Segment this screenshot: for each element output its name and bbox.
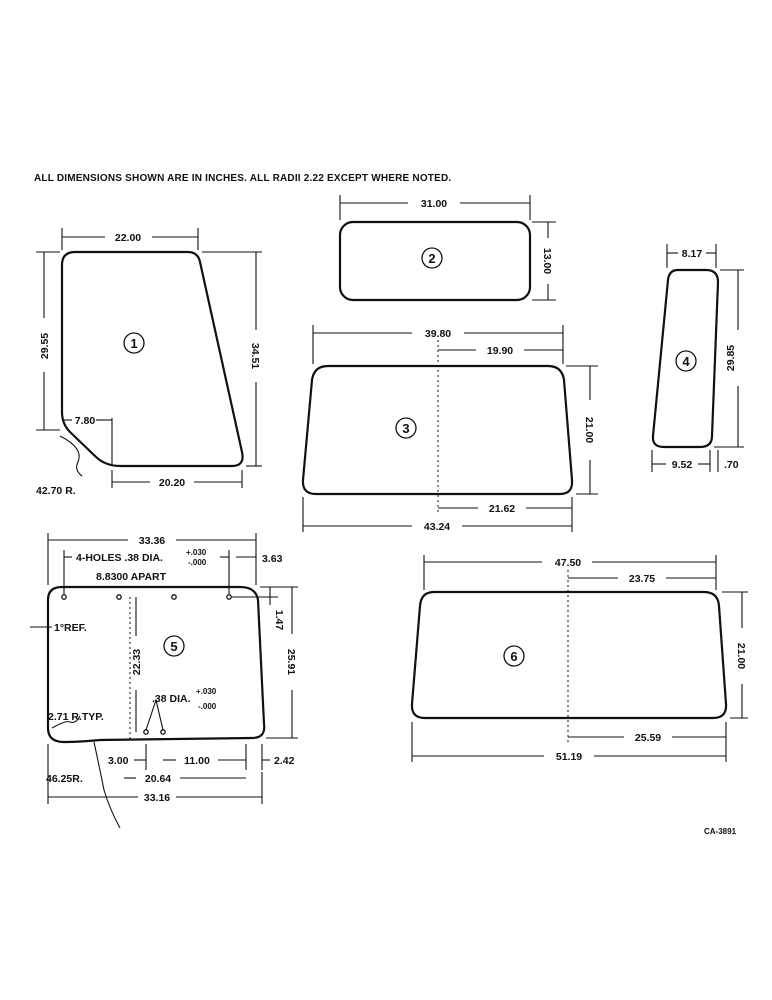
p5-hole-2	[116, 594, 122, 600]
p5-height: 25.91	[285, 649, 297, 675]
p2-width: 31.00	[421, 198, 447, 210]
p1-bottom-width: 20.20	[159, 477, 185, 489]
part-2-outline	[338, 220, 532, 302]
p5-hole2: .38 DIA.	[152, 693, 191, 705]
p5-hole-4	[226, 594, 232, 600]
header-note: ALL DIMENSIONS SHOWN ARE IN INCHES. ALL …	[34, 173, 451, 184]
p1-radius: 42.70 R.	[36, 485, 76, 497]
p5-spacing: 8.8300 APART	[96, 571, 167, 583]
p1-inset: 7.80	[75, 415, 96, 427]
p1-right-height: 34.51	[249, 343, 261, 369]
part-4: 4 8.17 29.85 9.52 .70	[651, 244, 744, 472]
p5-tol-minus: -.000	[188, 558, 207, 567]
part-2-badge	[421, 247, 443, 269]
part-6: 6 47.50 23.75 21.00 25.59 51.19	[410, 555, 748, 763]
p6-half-bottom: 25.59	[635, 732, 661, 744]
p5-holes: 4-HOLES .38 DIA.	[76, 552, 163, 564]
part-5: 5 33.36 4-HOLES .38 DIA. +.030 -.000 3.6…	[30, 533, 298, 829]
p5-radius: 46.25R.	[46, 773, 83, 785]
part-1-outline	[60, 250, 244, 468]
p5-hole-6	[160, 729, 166, 735]
p6-bottom-width: 51.19	[556, 751, 582, 763]
p5-inner-height: 22.33	[131, 649, 143, 675]
part-4-badge	[675, 350, 697, 372]
part-6-badge	[503, 645, 525, 667]
p6-top-width: 47.50	[555, 557, 581, 569]
part-5-badge	[163, 635, 185, 657]
part-3-outline	[301, 364, 574, 496]
part-2-number: 2	[428, 251, 435, 266]
p4-offset: .70	[724, 459, 739, 471]
p5-side-offset: 3.63	[262, 553, 283, 565]
p5-half-bottom: 20.64	[145, 773, 171, 785]
p2-height: 13.00	[541, 248, 553, 274]
p5-hole-x: 3.00	[108, 755, 129, 767]
p6-half-top: 23.75	[629, 573, 655, 585]
drawing-code: CA-3891	[704, 827, 737, 836]
p4-height: 29.85	[725, 345, 737, 371]
part-4-number: 4	[682, 354, 690, 369]
p3-height: 21.00	[583, 417, 595, 443]
p4-top-width: 8.17	[682, 248, 703, 260]
part-3-badge	[395, 417, 417, 439]
p5-hole-1	[61, 594, 67, 600]
p5-hole-drop: 1.47	[273, 610, 285, 631]
p1-top-width: 22.00	[115, 232, 141, 244]
p5-corner: 2.71 R.TYP.	[48, 711, 104, 723]
p3-half-bottom: 21.62	[489, 503, 515, 515]
part-2: 2 31.00 13.00	[338, 195, 556, 302]
part-1: 1 22.00 29.55 34.51 7.80 20.20 42.70 R.	[36, 228, 262, 497]
p1-left-height: 29.55	[39, 333, 51, 359]
p5-hole-3	[171, 594, 177, 600]
part-4-outline	[651, 268, 720, 449]
part-1-badge	[123, 332, 145, 354]
part-1-number: 1	[130, 336, 137, 351]
p5-tol-plus: +.030	[186, 548, 207, 557]
p3-bottom-width: 43.24	[424, 521, 450, 533]
p5-top-width: 33.36	[139, 535, 165, 547]
part-6-number: 6	[510, 649, 517, 664]
p4-bottom-width: 9.52	[672, 459, 693, 471]
part-6-outline	[410, 590, 728, 720]
part-3-number: 3	[402, 421, 409, 436]
p5-bottom-width: 33.16	[144, 792, 170, 804]
p3-half-top: 19.90	[487, 345, 513, 357]
p6-height: 21.00	[735, 643, 747, 669]
p5-bottom-offset: 2.42	[274, 755, 295, 767]
part-5-number: 5	[170, 639, 177, 654]
p5-hole2-plus: +.030	[196, 687, 217, 696]
p5-hole-spacing: 11.00	[184, 755, 210, 767]
p5-ref: 1°REF.	[54, 622, 87, 634]
p3-top-width: 39.80	[425, 328, 451, 340]
p5-hole2-minus: -.000	[198, 702, 217, 711]
part-3: 3 39.80 19.90 21.00 21.62 43.24	[301, 325, 598, 533]
p5-hole-5	[143, 729, 149, 735]
